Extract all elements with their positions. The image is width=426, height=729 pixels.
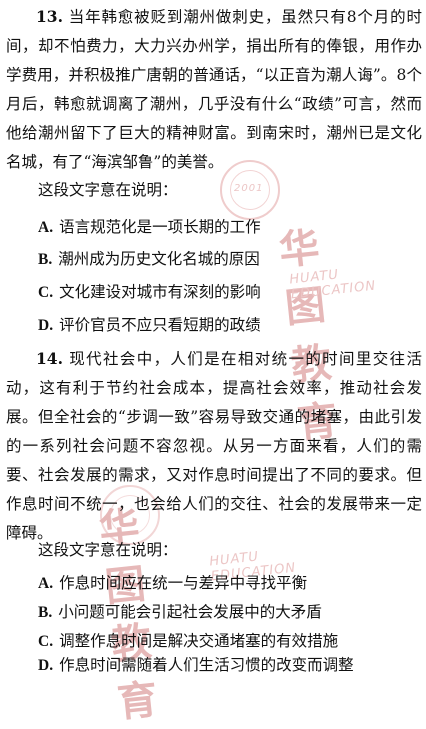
option-letter: D. [38, 657, 54, 674]
option-text: 潮州成为历史文化名城的原因 [58, 250, 260, 268]
document-page: 2001 华图教育 HUATU EDUCATION 华图教育 HUATU EDU… [6, 2, 422, 727]
option-text: 文化建设对城市有深刻的影响 [59, 283, 261, 301]
option-letter: B. [38, 604, 53, 621]
option-letter: A. [38, 575, 54, 592]
option-text: 调整作息时间是解决交通堵塞的有效措施 [59, 632, 339, 650]
option-text: 作息时间需随着人们生活习惯的改变而调整 [59, 656, 354, 674]
option-letter: C. [38, 284, 54, 301]
option-text: 小问题可能会引起社会发展中的大矛盾 [58, 603, 322, 621]
question-13-passage: 13. 当年韩愈被贬到潮州做刺史，虽然只有8个月的时间，却不怕费力，大力兴办州学… [6, 2, 422, 177]
watermark-brand-en: HUATU EDUCATION [288, 267, 377, 303]
question-13-prompt: 这段文字意在说明： [38, 181, 178, 199]
option-13-a[interactable]: A. 语言规范化是一项长期的工作 [38, 213, 261, 242]
option-13-b[interactable]: B. 潮州成为历史文化名城的原因 [38, 245, 260, 274]
option-letter: C. [38, 633, 54, 650]
option-letter: A. [38, 219, 54, 236]
option-14-d[interactable]: D. 作息时间需随着人们生活习惯的改变而调整 [38, 651, 354, 680]
option-14-c[interactable]: C. 调整作息时间是解决交通堵塞的有效措施 [38, 627, 338, 656]
option-text: 评价官员不应只看短期的政绩 [59, 316, 261, 334]
option-14-b[interactable]: B. 小问题可能会引起社会发展中的大矛盾 [38, 598, 322, 627]
option-text: 作息时间应在统一与差异中寻找平衡 [59, 574, 308, 592]
passage-text: 现代社会中，人们是在相对统一的时间里交往活动，这有利于节约社会成本，提高社会效率… [6, 350, 422, 542]
option-text: 语言规范化是一项长期的工作 [59, 218, 261, 236]
option-13-c[interactable]: C. 文化建设对城市有深刻的影响 [38, 278, 261, 307]
question-number: 14. [36, 349, 63, 368]
question-number: 13. [36, 7, 63, 26]
watermark-seal-year: 2001 [234, 183, 264, 194]
question-14-prompt: 这段文字意在说明： [38, 541, 178, 559]
question-14-passage: 14. 现代社会中，人们是在相对统一的时间里交往活动，这有利于节约社会成本，提高… [6, 344, 422, 548]
option-letter: D. [38, 317, 54, 334]
option-letter: B. [38, 251, 53, 268]
passage-text: 当年韩愈被贬到潮州做刺史，虽然只有8个月的时间，却不怕费力，大力兴办州学，捐出所… [6, 8, 422, 171]
option-13-d[interactable]: D. 评价官员不应只看短期的政绩 [38, 311, 261, 340]
option-14-a[interactable]: A. 作息时间应在统一与差异中寻找平衡 [38, 569, 307, 598]
